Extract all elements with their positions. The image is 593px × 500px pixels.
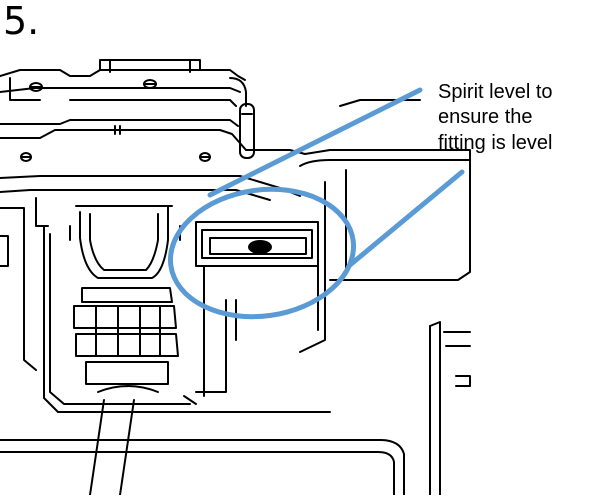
spirit-level-bubble-icon (248, 240, 272, 254)
lower-plate (0, 439, 405, 496)
callout-highlight (167, 87, 465, 320)
spirit-level-housing (195, 221, 319, 397)
leader-line-upper (207, 87, 423, 198)
main-housing (0, 99, 471, 413)
cable (89, 399, 135, 496)
highlight-ellipse (167, 186, 357, 320)
callout-line-2: ensure the (438, 106, 533, 129)
callout-label: Spirit level to ensure the fitting is le… (438, 80, 553, 156)
mounting-holes (20, 79, 211, 162)
leader-line-lower (347, 169, 465, 268)
locking-pin (229, 77, 255, 159)
cable-gland (69, 205, 181, 393)
top-bracket (0, 59, 247, 151)
callout-line-1: Spirit level to (438, 81, 553, 103)
side-bracket (429, 321, 471, 496)
callout-line-3: fitting is level (438, 131, 553, 154)
step-number: 5. (3, 0, 40, 43)
